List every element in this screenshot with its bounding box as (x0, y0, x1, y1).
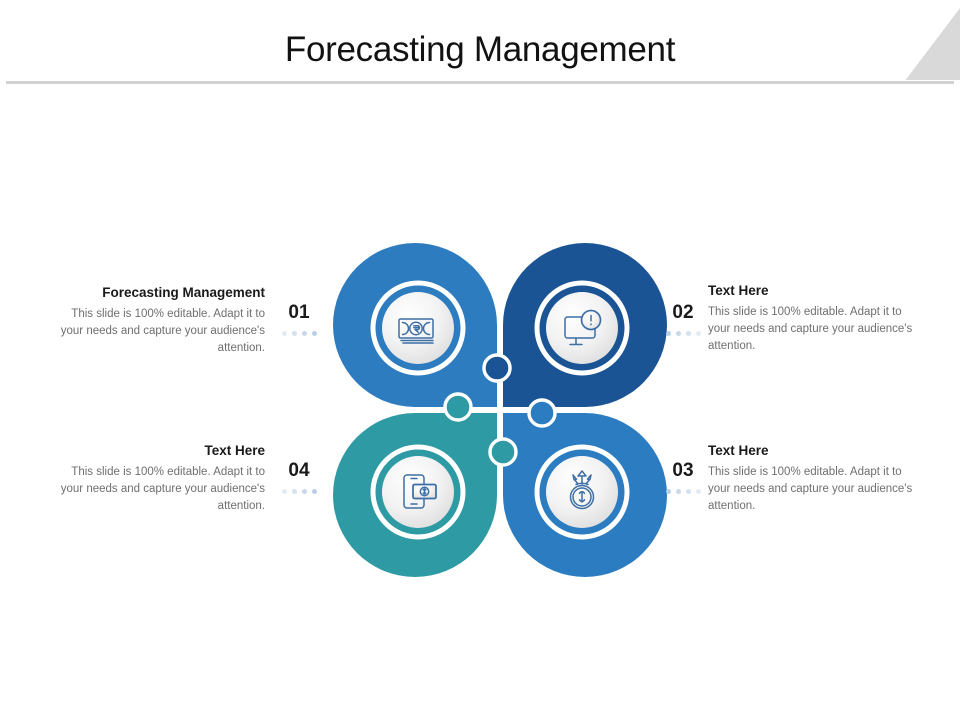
block-body-04: This slide is 100% editable. Adapt it to… (60, 466, 265, 512)
step-dots-01 (276, 331, 322, 336)
puzzle-diagram (325, 235, 675, 585)
step-dots-02 (660, 331, 706, 336)
block-body-03: This slide is 100% editable. Adapt it to… (708, 466, 913, 512)
page-title: Forecasting Management (284, 30, 676, 69)
mobile-payment-icon (403, 474, 437, 509)
money-bag-growth-icon (569, 470, 595, 510)
puzzle-knobs (443, 353, 557, 467)
header-divider (6, 81, 954, 84)
step-number-04: 04 (288, 460, 310, 481)
step-marker-01: 01 (276, 303, 322, 336)
text-block-04: Text Here This slide is 100% editable. A… (50, 443, 265, 514)
icon-medallion-01 (370, 280, 466, 376)
text-block-01: Forecasting Management This slide is 100… (50, 285, 265, 356)
text-block-03: Text Here This slide is 100% editable. A… (708, 443, 923, 514)
banknote-rupee-icon (398, 318, 434, 344)
block-heading-03: Text Here (708, 443, 769, 458)
step-number-02: 02 (672, 302, 694, 323)
monitor-alert-icon (564, 309, 602, 346)
icon-medallion-02 (534, 280, 630, 376)
step-number-03: 03 (672, 460, 694, 481)
block-heading-01: Forecasting Management (102, 285, 265, 300)
icon-medallion-04 (370, 444, 466, 540)
text-block-02: Text Here This slide is 100% editable. A… (708, 283, 923, 354)
block-heading-02: Text Here (708, 283, 769, 298)
icon-medallion-03 (534, 444, 630, 540)
step-marker-04: 04 (276, 461, 322, 494)
step-marker-02: 02 (660, 303, 706, 336)
block-heading-04: Text Here (204, 443, 265, 458)
step-dots-03 (660, 489, 706, 494)
block-body-02: This slide is 100% editable. Adapt it to… (708, 306, 913, 352)
step-dots-04 (276, 489, 322, 494)
step-marker-03: 03 (660, 461, 706, 494)
block-body-01: This slide is 100% editable. Adapt it to… (60, 308, 265, 354)
step-number-01: 01 (288, 302, 310, 323)
